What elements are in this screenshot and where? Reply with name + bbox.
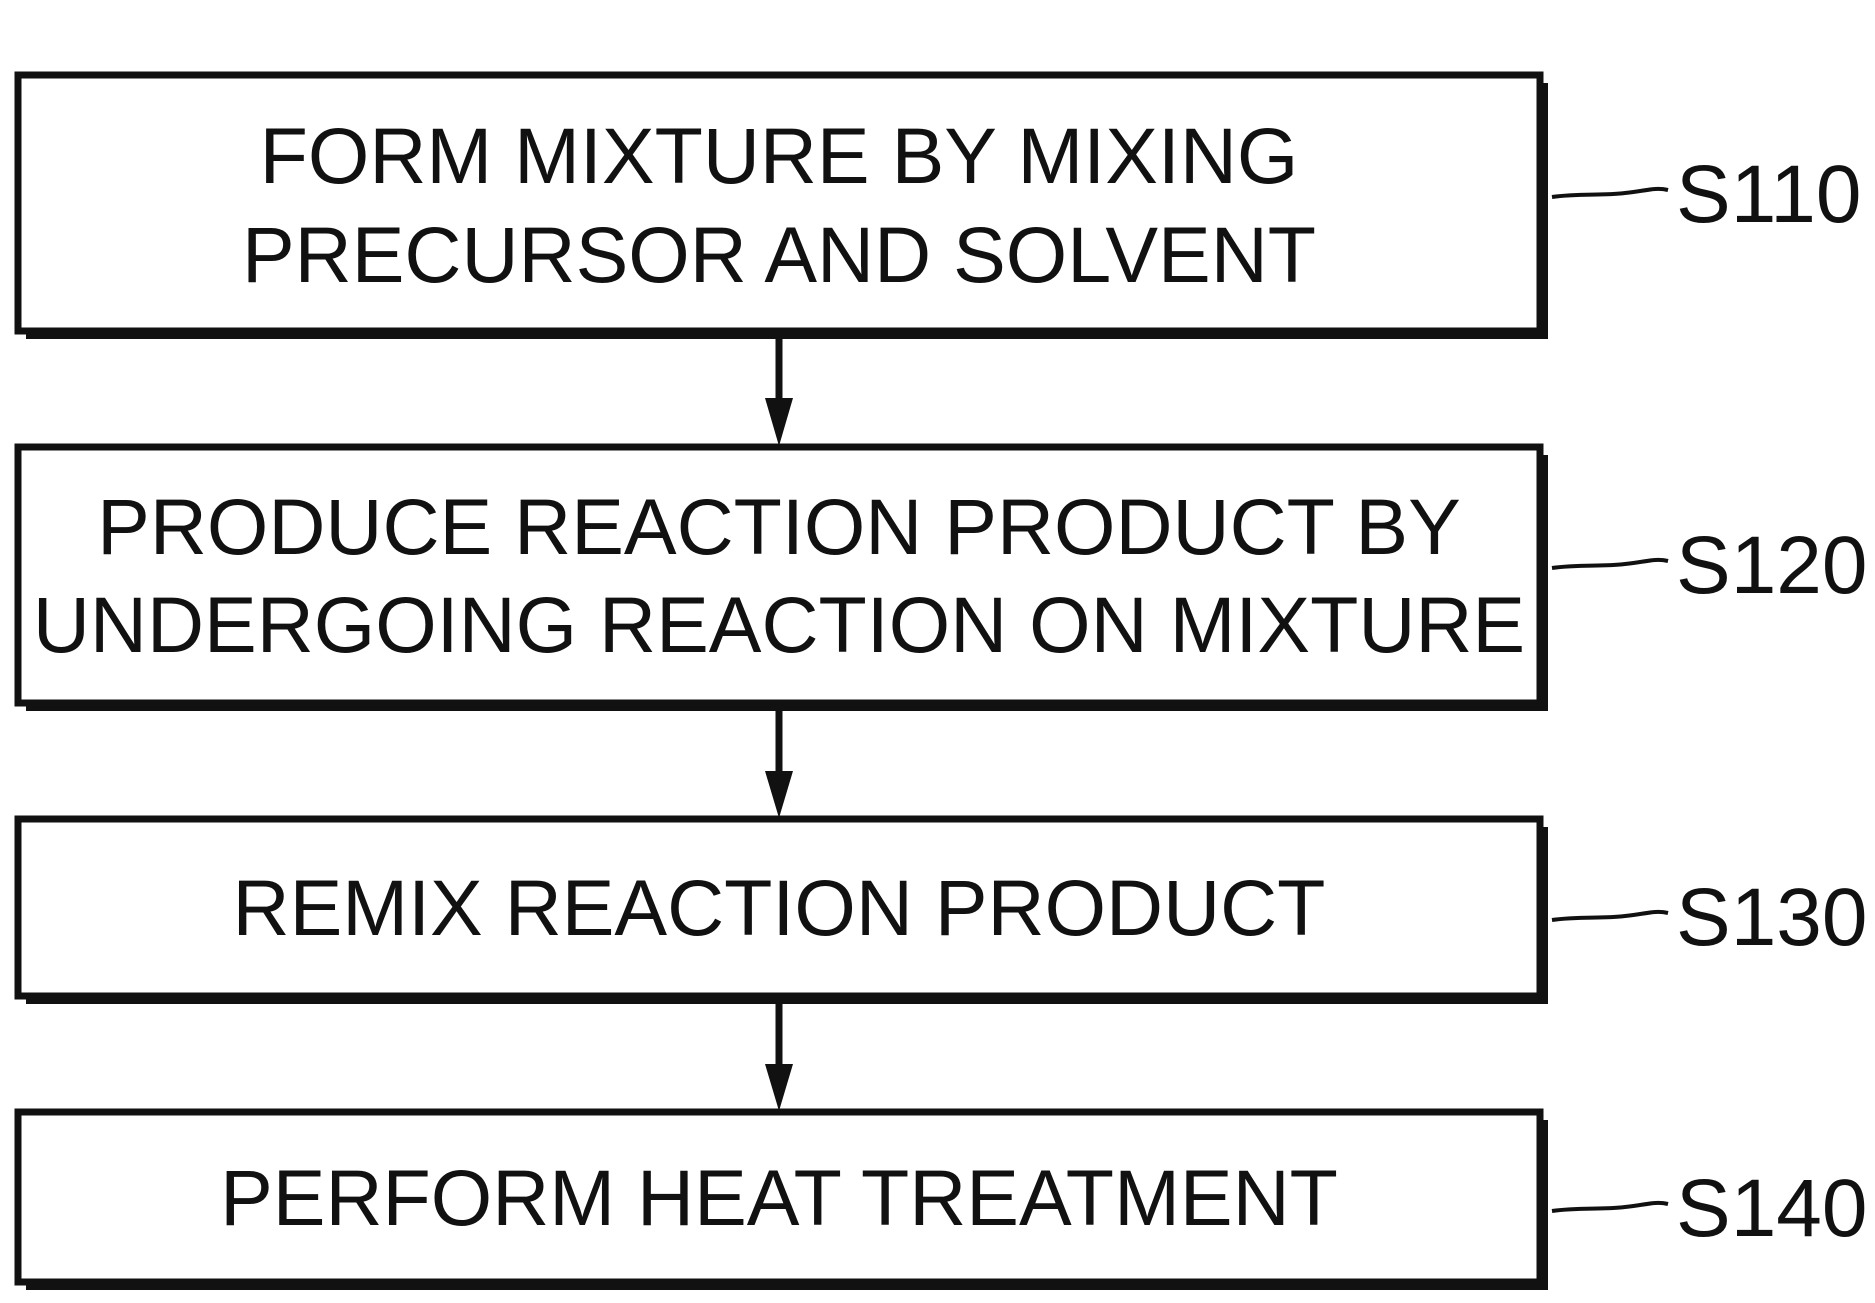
step-label: S140 [1676,1163,1868,1254]
step-s110: FORM MIXTURE BY MIXING PRECURSOR AND SOL… [18,75,1861,339]
step-text-line-1: REMIX REACTION PRODUCT [233,863,1326,952]
step-text-line-2: UNDERGOING REACTION ON MIXTURE [33,580,1525,669]
arrow-s110-s120 [765,339,793,446]
leader-line [1552,912,1668,920]
step-s120: PRODUCE REACTION PRODUCT BY UNDERGOING R… [18,447,1868,711]
arrow-head [765,1064,793,1111]
step-label: S120 [1676,520,1868,611]
step-s140: PERFORM HEAT TREATMENT S140 [18,1112,1868,1290]
step-label: S110 [1676,149,1861,240]
step-s130: REMIX REACTION PRODUCT S130 [18,819,1868,1004]
step-text-line-2: PRECURSOR AND SOLVENT [242,210,1316,299]
arrow-s120-s130 [765,711,793,818]
step-text-line-1: FORM MIXTURE BY MIXING [260,111,1299,200]
arrow-head [765,398,793,446]
leader-line [1552,560,1668,568]
step-label: S130 [1676,872,1868,963]
leader-line [1552,1203,1668,1211]
step-text-line-1: PRODUCE REACTION PRODUCT BY [97,482,1461,571]
arrow-head [765,771,793,818]
step-text-line-1: PERFORM HEAT TREATMENT [220,1153,1338,1242]
leader-line [1552,189,1668,197]
arrow-s130-s140 [765,1004,793,1111]
